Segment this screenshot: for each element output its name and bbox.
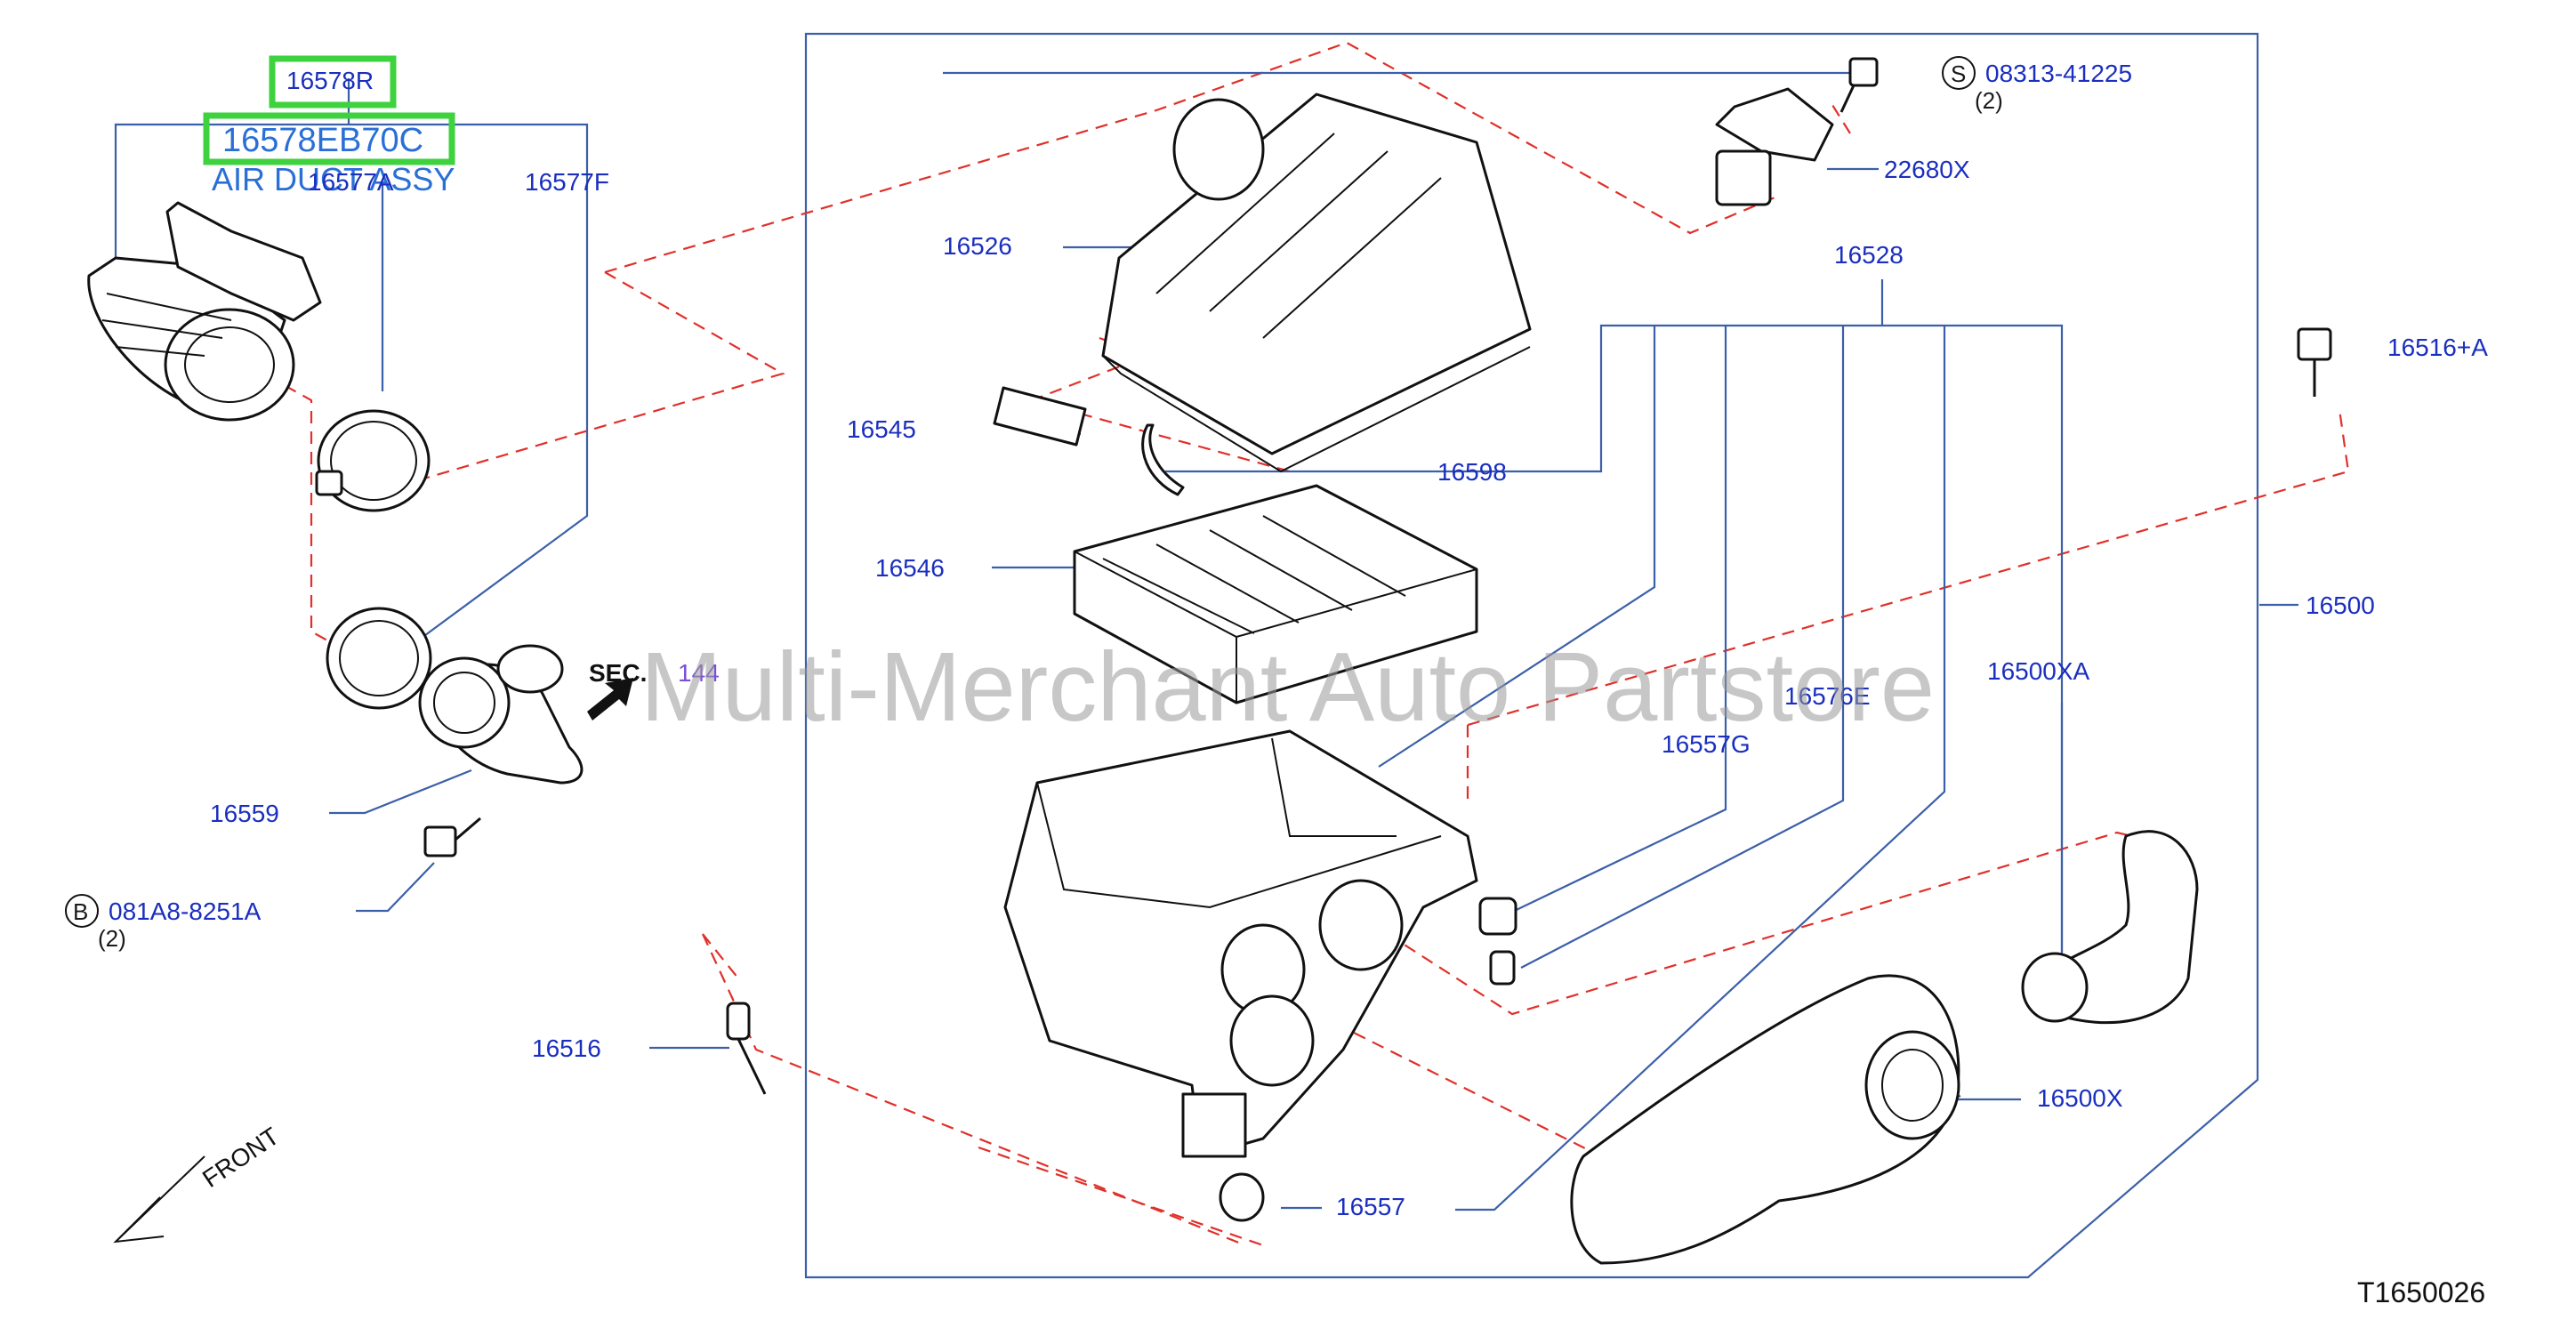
air-duct-part [87, 201, 322, 422]
selected-part-highlight [203, 112, 455, 165]
bolt-081a8-part [423, 817, 481, 857]
bolt-16516-part [726, 1002, 767, 1095]
bolt-16516a-part [2297, 327, 2332, 397]
label-16528[interactable]: 16528 [1834, 241, 1904, 269]
label-circle-s: S [1951, 60, 1966, 87]
seal-16545-part [993, 386, 1087, 447]
front-arrow-icon [113, 1155, 205, 1244]
label-16545[interactable]: 16545 [847, 415, 916, 443]
clamp-16577a-part [315, 409, 431, 512]
air-cleaner-body-16528-part [1003, 729, 1478, 1158]
duct-bracket [114, 123, 589, 641]
label-16557g[interactable]: 16557G [1662, 730, 1751, 758]
label-16598[interactable]: 16598 [1437, 458, 1507, 486]
clip-16598-part [1141, 423, 1185, 496]
label-16546[interactable]: 16546 [875, 554, 945, 582]
label-081a8-8251a[interactable]: 081A8-8251A [109, 897, 262, 925]
label-08313-qty: (2) [1975, 87, 2003, 114]
label-16500[interactable]: 16500 [2306, 592, 2375, 619]
resonator-16559-part [418, 644, 584, 785]
label-081a8-qty: (2) [98, 925, 126, 952]
sec-arrow-icon [587, 678, 633, 720]
label-16557[interactable]: 16557 [1336, 1193, 1405, 1220]
label-16516[interactable]: 16516 [532, 1034, 601, 1062]
clamp-16577f-part [326, 607, 432, 710]
label-16500x[interactable]: 16500X [2037, 1084, 2123, 1112]
watermark: Multi-Merchant Auto Partstore [640, 632, 1935, 742]
label-16577a[interactable]: 16577A [308, 168, 394, 196]
label-selected-part[interactable]: 16578EB70C [222, 122, 423, 159]
diagram-code: T1650026 [2357, 1276, 2485, 1308]
filter-cover-16526-part [1101, 93, 1532, 473]
label-part-description: AIR DUCT ASSY [212, 161, 455, 197]
circle-b-icon [65, 894, 99, 928]
label-16578r[interactable]: 16578R [286, 67, 374, 94]
label-16559[interactable]: 16559 [210, 800, 279, 827]
label-16577f[interactable]: 16577F [525, 168, 609, 196]
screw-08313-part [1839, 57, 1879, 113]
part-number-highlight [269, 55, 397, 109]
circle-s-icon [1942, 56, 1976, 90]
label-16516a[interactable]: 16516+A [2387, 334, 2488, 361]
label-16500xa[interactable]: 16500XA [1987, 657, 2090, 685]
sensor-22680x-part [1715, 87, 1834, 206]
label-sec-num[interactable]: 144 [678, 659, 720, 687]
label-front: FRONT [197, 1122, 284, 1193]
assembly-frame [804, 32, 2259, 1279]
label-08313-41225[interactable]: 08313-41225 [1985, 60, 2132, 87]
label-22680x[interactable]: 22680X [1884, 156, 1970, 183]
grommet-16557g-part [1478, 897, 1517, 986]
label-16576e[interactable]: 16576E [1784, 682, 1871, 710]
duct-16500xa-part [2021, 830, 2199, 1025]
label-16526[interactable]: 16526 [943, 232, 1012, 260]
duct-16500x-part [1570, 974, 1960, 1265]
label-circle-b: B [73, 898, 88, 925]
grommet-16557-part [1219, 1172, 1265, 1222]
filter-element-16546-part [1073, 484, 1478, 704]
label-sec: SEC. [589, 659, 647, 687]
